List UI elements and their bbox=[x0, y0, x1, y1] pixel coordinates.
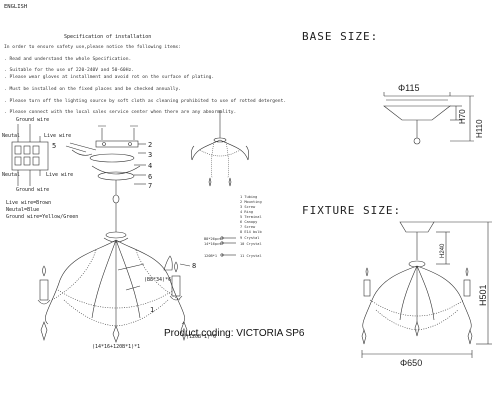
wire-legend-line: Neutal=Blue bbox=[6, 207, 40, 213]
parts-list-item: 9 Crystal bbox=[240, 236, 259, 240]
ground-wire-label: Ground wire bbox=[16, 187, 50, 193]
callout-number: 7 bbox=[148, 182, 152, 190]
callout-number: 5 bbox=[52, 142, 56, 150]
ground-wire-label: Ground wire bbox=[16, 117, 50, 123]
base-size-drawing bbox=[383, 92, 474, 145]
crystal-callout: (B8*34)*6 bbox=[144, 277, 171, 283]
parts-list-item: 8 E14 bulb bbox=[240, 230, 262, 234]
wire-legend-line: Ground wire=Yellow/Green bbox=[6, 214, 79, 220]
spec-title: Specification of installation bbox=[64, 34, 152, 40]
crystal-callout: (120B*1)*6 bbox=[186, 334, 216, 340]
parts-side-label: 120B*1 bbox=[204, 254, 217, 258]
fixture-h501-label: H501 bbox=[478, 284, 488, 306]
instruction-line: . Please wear gloves at installment and … bbox=[4, 75, 215, 80]
instruction-line: . Read and understand the whole Specific… bbox=[4, 57, 132, 62]
callout-number: 1 bbox=[150, 306, 154, 314]
fixture-size-drawing bbox=[361, 221, 492, 358]
neutal-label: Neutal bbox=[2, 172, 21, 178]
parts-side-label: B8*26pcs bbox=[204, 237, 221, 241]
callout-number: 3 bbox=[148, 151, 152, 159]
product-coding: Product coding: VICTORIA SP6 bbox=[164, 328, 305, 339]
callout-number: 4 bbox=[148, 162, 152, 170]
parts-list-item: 2 Mounting bbox=[240, 200, 262, 204]
base-h110-label: H110 bbox=[475, 119, 484, 138]
parts-list-item: 4 Ring bbox=[240, 210, 253, 214]
instruction-line: . Suitable for the use of 220-240V and 5… bbox=[4, 68, 134, 73]
parts-list-item: 7 Screw bbox=[240, 225, 256, 229]
live-wire-label: Live wire bbox=[46, 172, 74, 178]
fixture-size-title: FIXTURE SIZE: bbox=[302, 204, 402, 217]
parts-list-item: 11 Crystal bbox=[240, 254, 262, 258]
parts-list-item: 5 Terminal bbox=[240, 215, 262, 219]
parts-list-item: 3 Screw bbox=[240, 205, 256, 209]
base-diameter-label: Φ115 bbox=[398, 83, 420, 93]
base-h70-label: H70 bbox=[458, 109, 467, 124]
mount-exploded-view bbox=[65, 125, 146, 228]
parts-side-label: 14*16pcs bbox=[204, 242, 221, 246]
parts-list-item: 6 Canopy bbox=[240, 220, 258, 224]
live-wire-label: Live wire bbox=[44, 133, 72, 139]
wire-legend-line: Live wire=Brown bbox=[6, 200, 52, 206]
fixture-h240-label: H240 bbox=[440, 243, 446, 258]
terminal-block-icon bbox=[11, 124, 49, 186]
instruction-line: . Please turn off the lighting source by… bbox=[4, 99, 287, 104]
callout-number: 8 bbox=[192, 262, 196, 270]
parts-list-item: 10 Crystal bbox=[240, 242, 262, 246]
instruction-line: In order to ensure safety use,please not… bbox=[4, 45, 182, 50]
base-size-title: BASE SIZE: bbox=[302, 30, 379, 43]
callout-number: 6 bbox=[148, 173, 152, 181]
neutal-label: Neutal bbox=[2, 133, 21, 139]
instruction-line: . Please connect with the local sales se… bbox=[4, 110, 237, 115]
chandelier-drawing bbox=[37, 228, 191, 343]
callout-number: 2 bbox=[148, 141, 152, 149]
language-label: ENGLISH bbox=[4, 4, 28, 10]
parts-list-item: 1 Tubing bbox=[240, 195, 257, 199]
crystal-callout: (14*16+120B*1)*1 bbox=[92, 344, 140, 350]
fixture-diameter-label: Φ650 bbox=[400, 358, 422, 368]
instruction-line: . Must be installed on the fixed places … bbox=[4, 87, 182, 92]
parts-diagram bbox=[191, 110, 249, 257]
